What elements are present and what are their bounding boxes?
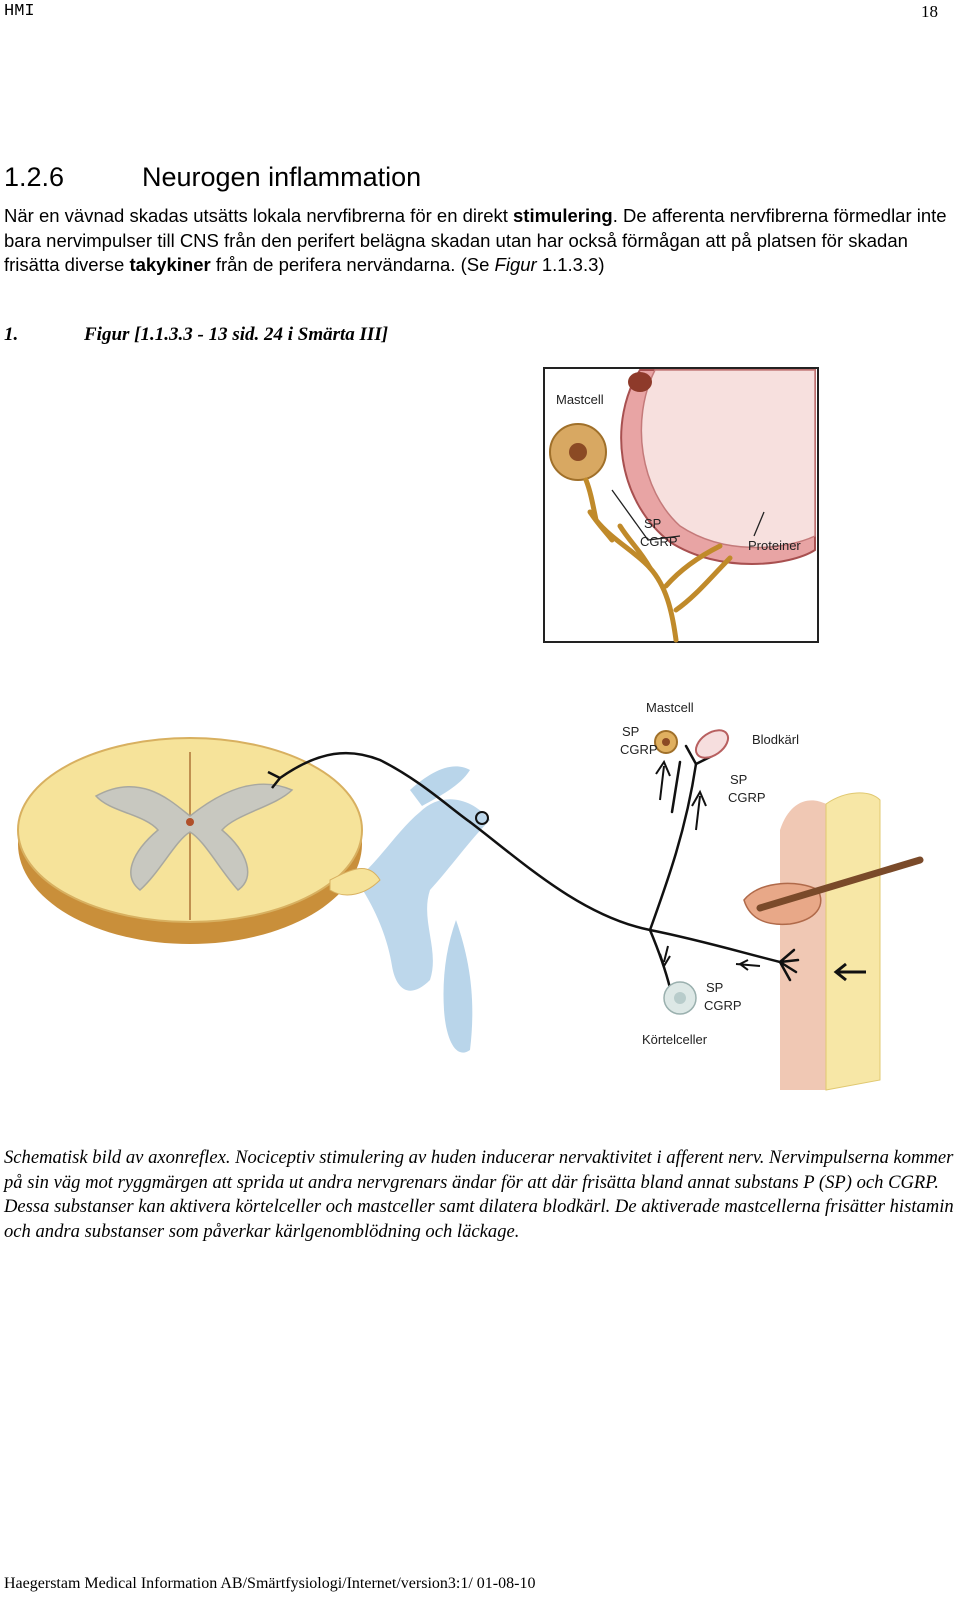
afferent-neuron [278,744,800,990]
nerve-root-main [356,799,490,991]
intro-text-2: . De afferenta nervfibrerna förmedlar in… [4,205,947,275]
kortelceller-center [674,992,686,1004]
axon-reflex-svg: Mastcell SP CGRP Proteiner [17,367,924,1091]
label-kortelceller: Körtelceller [642,1032,708,1047]
intro-italic-figur: Figur [494,254,537,275]
intro-text-3: från de perifera nervändarna. (Se [210,254,495,275]
label-cgrp-bottom: CGRP [704,998,742,1013]
nerve-root-dorsal [410,766,470,806]
label-mastcell: Mastcell [646,700,694,715]
figure-caption-title: Figur [1.1.3.3 - 13 sid. 24 i Smärta III… [84,324,389,345]
header-left: HMI [4,2,35,21]
blodkarl-vessel [694,729,730,759]
inset-proteiner-arrow [753,511,765,537]
inset-label-sp: SP [644,516,661,531]
inset-vessel-lumen [640,369,816,549]
skin-fat-layer [825,792,881,1091]
intro-text-4: 1.1.3.3) [536,254,605,275]
impulse-arrows [655,759,761,971]
mastcell-nucleus [662,738,670,746]
intro-text-1: När en vävnad skadas utsätts lokala nerv… [4,205,514,226]
intro-bold-stimulering: stimulering [513,205,613,226]
label-sp-bottom: SP [706,980,723,995]
stimulus-arrow [833,962,866,982]
hair-shaft [756,856,924,912]
dorsal-root-ganglion [329,867,381,896]
figure-description: Schematisk bild av axonreflex. Nocicepti… [4,1147,954,1242]
axon-reflex-illustration: Mastcell SP CGRP Proteiner [0,360,960,1100]
section-number: 1.2.6 [4,162,65,192]
central-terminal [267,770,281,789]
inset-pointer-line [611,489,681,541]
footer: Haegerstam Medical Information AB/Smärtf… [4,1575,536,1592]
inset-endothelial-nucleus [628,372,652,392]
label-sp-left: SP [622,724,639,739]
intro-bold-takykiner: takykiner [129,254,211,275]
label-blodkarl: Blodkärl [752,732,799,747]
axon-marker [475,811,489,825]
inset-panel: Mastcell SP CGRP Proteiner [543,367,819,643]
figure-caption-number: 1. [4,324,19,345]
inset-label-mastcell: Mastcell [556,392,604,407]
spinal-cord-gray-matter [94,783,294,891]
skin-epidermis [780,800,826,1090]
section-title: Neurogen inflammation [142,162,422,192]
inset-label-proteiner: Proteiner [748,538,801,553]
inset-label-cgrp: CGRP [640,534,678,549]
label-sp-right: SP [730,772,747,787]
skin-section [743,792,924,1091]
page-number: 18 [921,2,938,21]
spinal-cord [17,737,363,944]
label-cgrp-right: CGRP [728,790,766,805]
intro-paragraph: När en vävnad skadas utsätts lokala nerv… [4,204,949,278]
central-canal [186,818,194,826]
inset-nerve-branches [583,477,733,643]
nerve-roots [329,766,490,1053]
inset-mastcell-nucleus [569,443,587,461]
label-cgrp-left: CGRP [620,742,658,757]
nerve-root-ventral [443,920,473,1053]
